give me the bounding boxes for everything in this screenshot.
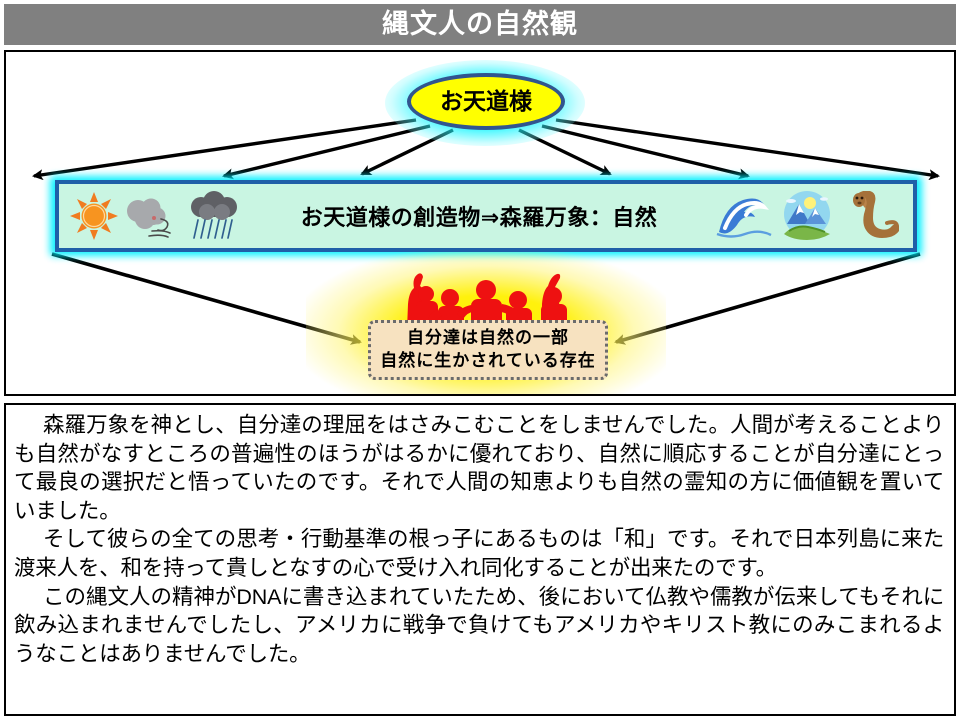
wave-icon [716,198,772,238]
wind-cloud-icon [127,198,171,238]
sun-icon [70,192,118,240]
top-node-otentosama[interactable]: お天道様 [407,73,565,130]
nature-band[interactable]: お天道様の創造物⇒森羅万象：自然 [55,180,917,252]
diagram-canvas: お天道様 [6,52,954,394]
body-text-panel: 森羅万象を神とし、自分達の理屈をはさみこむことをしませんでした。人間が考えること… [4,403,956,716]
diagram-panel: お天道様 [4,50,956,396]
callout-line-1: 自分達は自然の一部 [407,328,569,348]
top-node-label: お天道様 [440,88,532,114]
rain-cloud-icon [191,191,237,239]
callout-box[interactable]: 自分達は自然の一部 自然に生かされている存在 [368,320,608,380]
band-icons-right [715,190,913,242]
band-label: お天道様の創造物⇒森羅万象：自然 [300,205,658,230]
mountain-landscape-icon [784,191,830,240]
title-bar: 縄文人の自然観 [4,4,956,45]
body-paragraph-1: 森羅万象を神とし、自分達の理屈をはさみこむことをしませんでした。人間が考えること… [14,413,944,523]
body-paragraph-3: この縄文人の精神がDNAに書き込まれていたため、後において仏教や儒教が伝来しても… [14,584,944,666]
otter-icon [853,191,899,238]
band-icons-left [59,190,243,242]
callout-line-2: 自然に生かされている存在 [380,351,596,370]
page-title: 縄文人の自然観 [382,9,578,39]
body-paragraph-2: そして彼らの全ての思考・行動基準の根っ子にあるものは「和」です。それで日本列島に… [14,527,944,580]
